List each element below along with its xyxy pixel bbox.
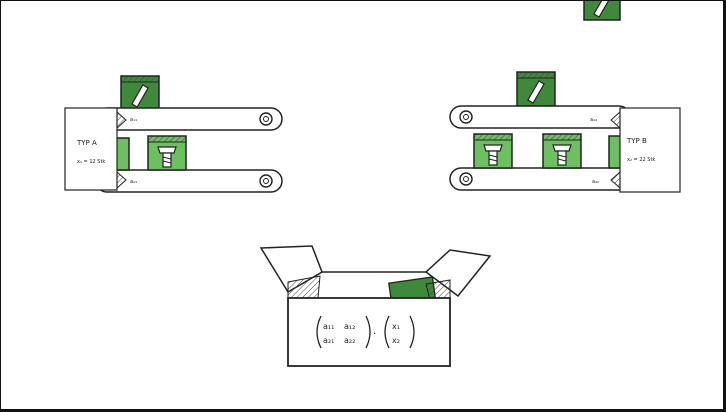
light-crate — [543, 134, 581, 168]
matrix-cell-21: a₂₁ — [323, 336, 334, 345]
machine-panel — [611, 108, 680, 192]
machine-panel — [65, 108, 126, 190]
light-crate — [148, 136, 186, 170]
belt-label-a11: a₁₁ — [130, 117, 137, 123]
machine-a: TYP A x₁ = 12 Stk a₁₁ a₂₁ — [65, 76, 282, 192]
machine-a-title: TYP A — [76, 139, 97, 147]
belt-label-a21: a₂₁ — [130, 179, 137, 185]
vector-cell-1: x₁ — [392, 322, 400, 331]
machine-b-title: TYP B — [626, 137, 647, 145]
matrix-cell-12: a₁₂ — [344, 322, 355, 331]
light-crate — [474, 134, 512, 168]
dark-crate — [517, 72, 555, 106]
matrix-cell-11: a₁₁ — [323, 322, 334, 331]
conveyor-belt-top — [450, 106, 630, 128]
machine-b: TYP B x₂ = 22 Stk a₁₂ a₂₂ — [450, 72, 680, 192]
open-box: a₁₁ a₁₂ a₂₁ a₂₂ · x₁ x₂ — [261, 246, 490, 366]
vector-cell-2: x₂ — [392, 336, 400, 345]
multiply-operator: · — [373, 329, 376, 340]
belt-label-a12: a₁₂ — [590, 117, 597, 123]
belt-label-a22: a₂₂ — [592, 179, 599, 185]
conveyor-belt-bottom — [450, 168, 630, 190]
machine-a-quantity: x₁ = 12 Stk — [77, 159, 105, 165]
falling-crate — [584, 0, 620, 20]
matrix-cell-22: a₂₂ — [344, 336, 355, 345]
machine-b-quantity: x₂ = 22 Stk — [627, 157, 655, 163]
dark-crate — [121, 76, 159, 110]
